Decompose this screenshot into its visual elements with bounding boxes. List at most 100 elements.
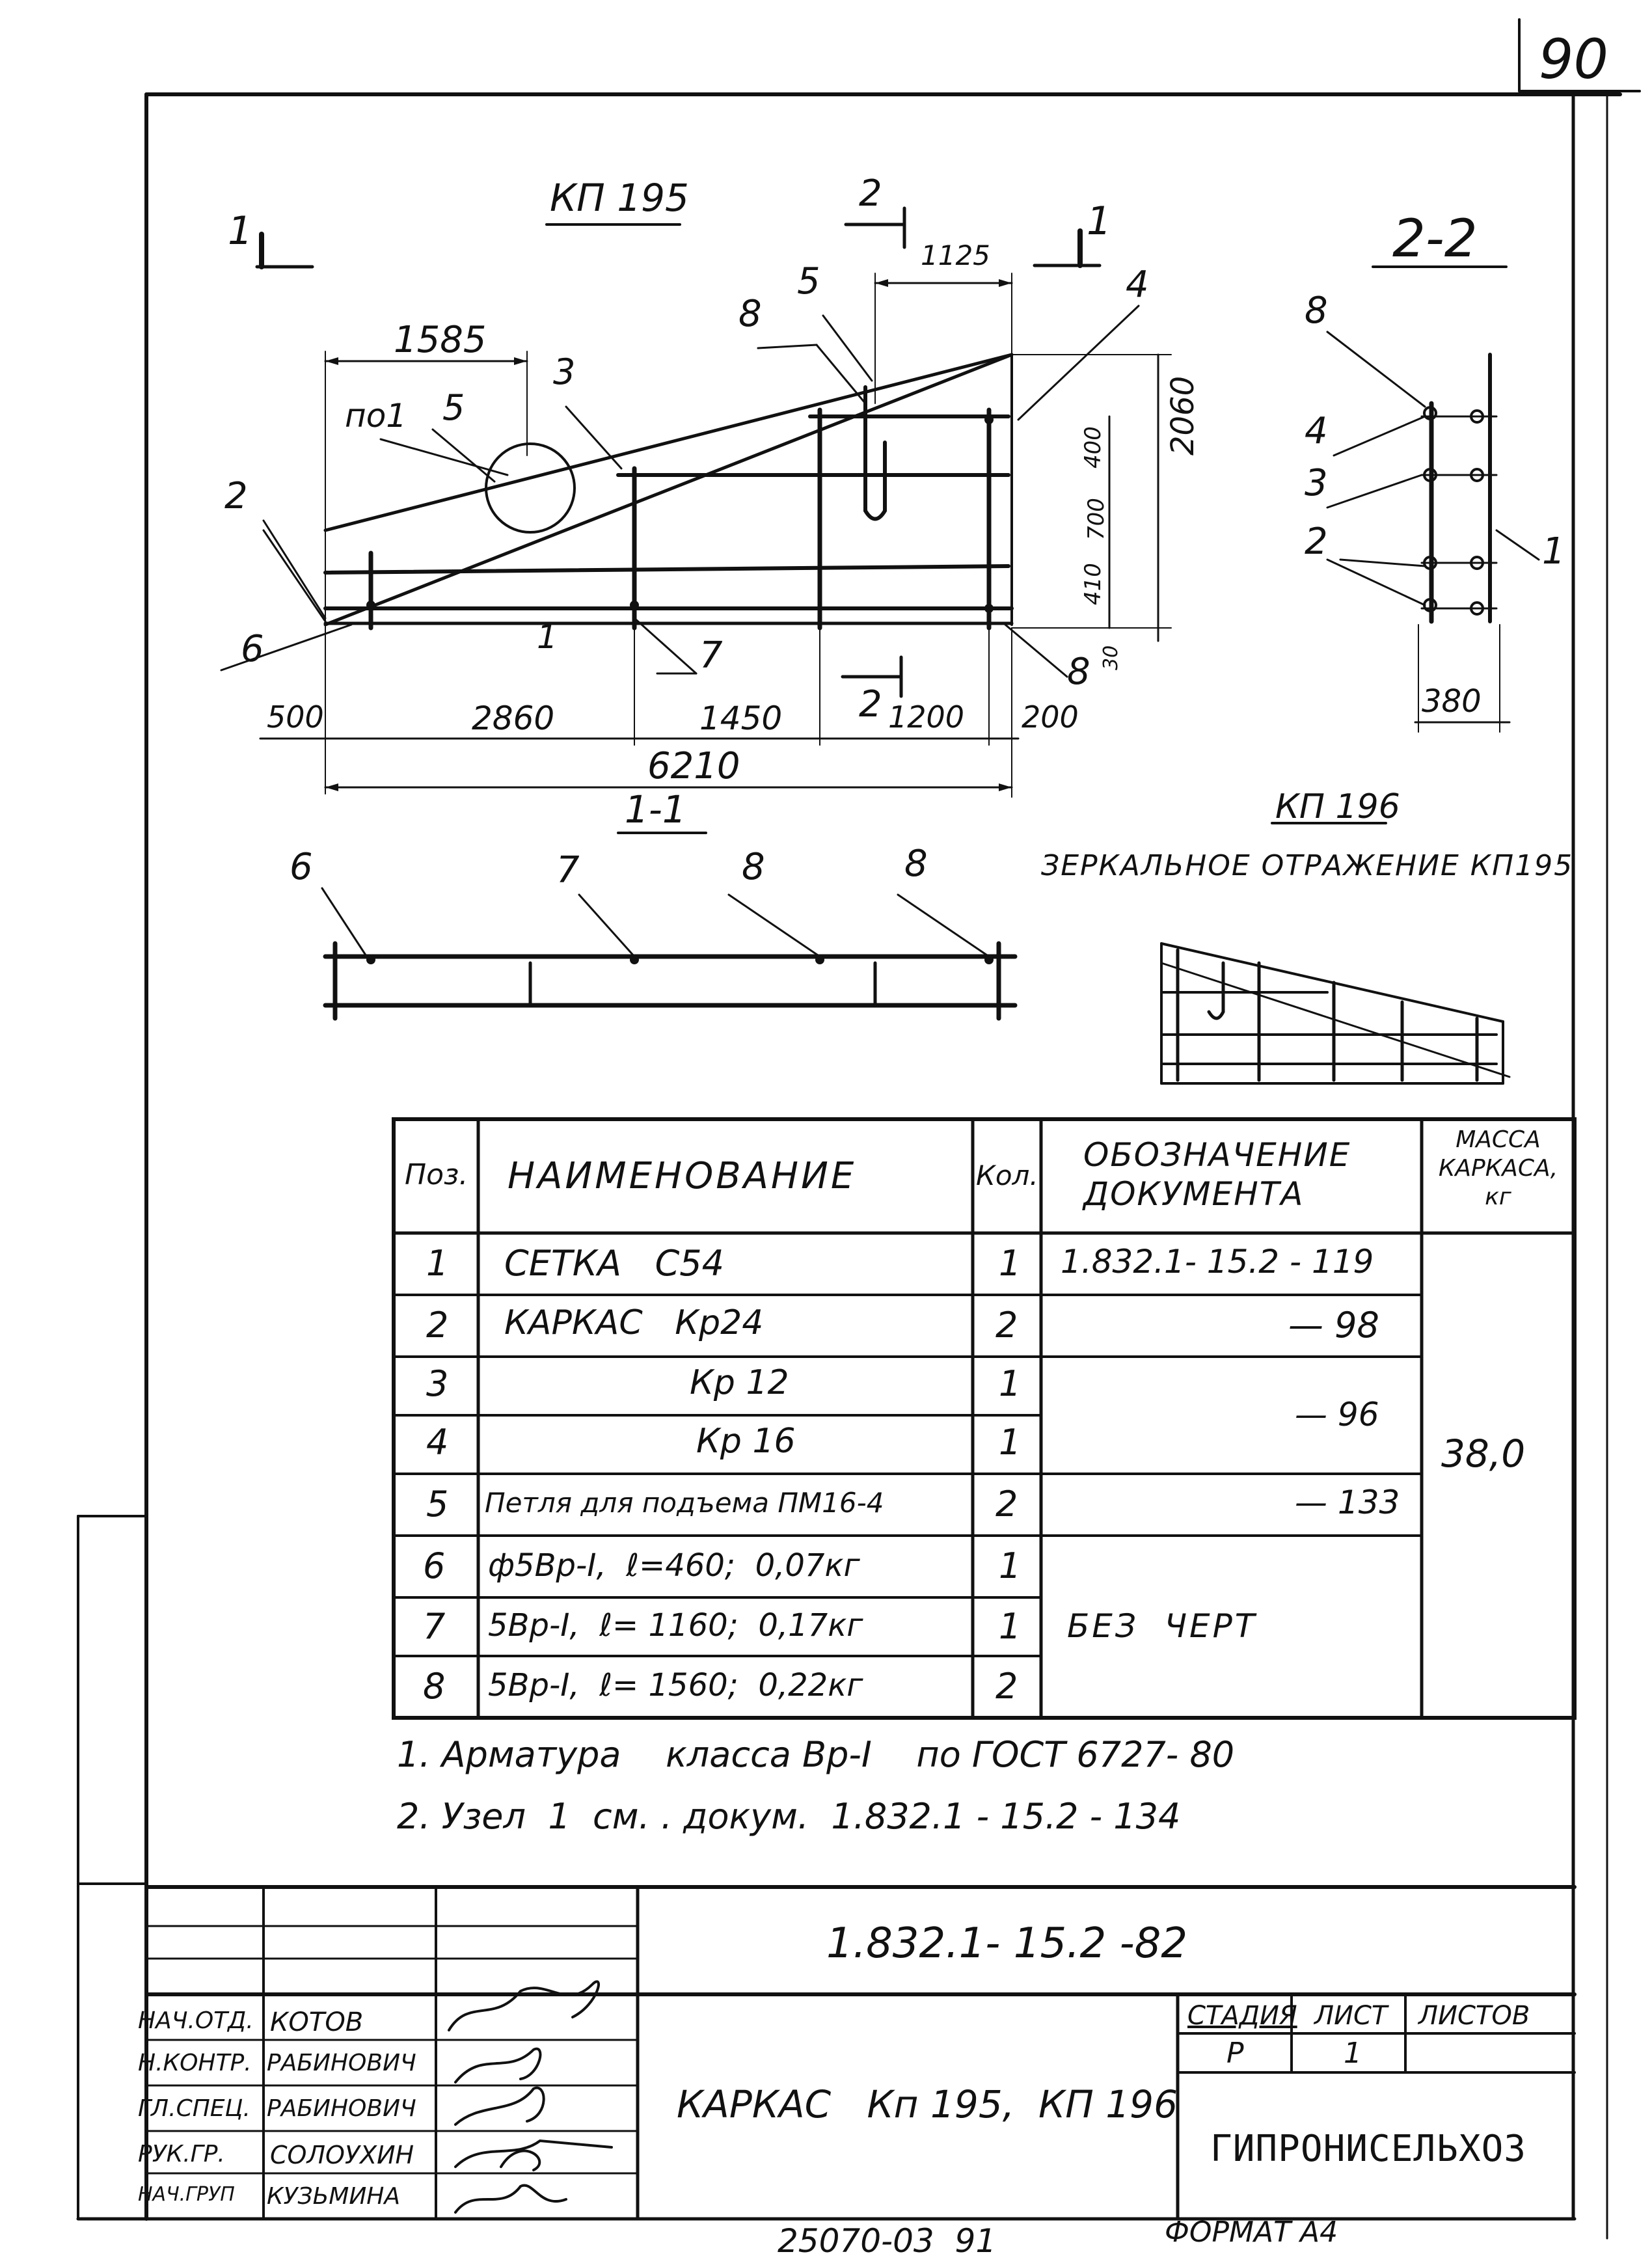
dim-500: 500 [267, 699, 324, 735]
role-head-dept: НАЧ.ОТД. [138, 2007, 254, 2034]
dim-380: 380 [1422, 683, 1482, 720]
section-marker-2-top: 2 [859, 172, 882, 215]
note-2: 2. Узел 1 см. . докум. 1.832.1 - 15.2 - … [397, 1796, 1181, 1837]
kp196-title: КП 196 [1275, 787, 1400, 826]
node-label: по1 [345, 397, 407, 435]
table-row-1-name: СЕТКА С54 [504, 1243, 725, 1284]
callout-s2: 2 [1305, 521, 1328, 563]
table-header-qty: Кол. [976, 1160, 1038, 1191]
frame-mass-value: 38,0 [1441, 1432, 1526, 1476]
callout-s1: 1 [1542, 530, 1565, 573]
name-kuzmina: КУЗЬМИНА [267, 2183, 400, 2210]
table-row-3-name: Кр 12 [690, 1363, 789, 1402]
kp196-note: ЗЕРКАЛЬНОЕ ОТРАЖЕНИЕ КП195 [1041, 849, 1574, 882]
view-title-kp195: КП 195 [550, 176, 689, 220]
dim-410: 410 [1080, 563, 1106, 605]
role-group-head: НАЧ.ГРУП [138, 2183, 235, 2206]
table-row-4-name: Кр 16 [696, 1422, 796, 1461]
table-row-8-qty: 2 [995, 1666, 1018, 1707]
table-row-1-pos: 1 [426, 1243, 449, 1284]
callout-5: 5 [797, 260, 820, 303]
role-chief-spec: ГЛ.СПЕЦ. [138, 2095, 251, 2122]
table-row-6-name: ф5Вр-I, ℓ=460; 0,07кг [488, 1547, 860, 1584]
callout-t7: 7 [556, 849, 580, 891]
table-row-7-qty: 1 [999, 1606, 1022, 1647]
callout-3: 3 [553, 351, 576, 392]
sheets-label: ЛИСТОВ [1418, 2001, 1530, 2031]
callout-t6: 6 [290, 846, 313, 888]
table-row-2-qty: 2 [995, 1305, 1018, 1346]
organization-name: ГИПРОНИСЕЛЬХОЗ [1210, 2128, 1527, 2170]
role-norm-control: Н.КОНТР. [138, 2050, 252, 2076]
table-row-3-qty: 1 [999, 1363, 1022, 1404]
section-marker-1-left: 1 [228, 208, 253, 254]
callout-t8a: 8 [742, 846, 765, 888]
table-row-7-name: 5Вр-I, ℓ= 1160; 0,17кг [488, 1607, 863, 1644]
table-row-5-pos: 5 [426, 1484, 449, 1525]
callout-8: 8 [738, 293, 762, 335]
table-row-2-name: КАРКАС Кр24 [504, 1303, 764, 1342]
table-row-5-name: Петля для подъема ПМ16-4 [485, 1487, 884, 1519]
name-soloukhin: СОЛОУХИН [270, 2141, 414, 2169]
dim-6210: 6210 [647, 745, 740, 787]
callout-6: 6 [241, 628, 264, 670]
section-marker-1-right: 1 [1087, 198, 1112, 244]
table-header-mass: МАССА КАРКАСА, кг [1438, 1126, 1558, 1210]
dim-2860: 2860 [472, 699, 555, 737]
dim-1200: 1200 [888, 699, 965, 735]
table-row-2-pos: 2 [426, 1305, 449, 1346]
callout-s8: 8 [1305, 290, 1328, 332]
table-row-7-doc: БЕЗ ЧЕРТ [1067, 1607, 1258, 1645]
drawing-title: КАРКАС Кп 195, КП 196 [677, 2082, 1178, 2126]
table-row-4-pos: 4 [426, 1422, 449, 1463]
role-group-lead: РУК.ГР. [138, 2141, 225, 2167]
callout-1-node: 1 [537, 618, 558, 656]
table-row-1-doc: 1.832.1- 15.2 - 119 [1061, 1243, 1374, 1281]
name-kotov: КОТОВ [270, 2007, 364, 2037]
table-row-3-pos: 3 [426, 1363, 449, 1404]
dim-1585: 1585 [394, 319, 487, 361]
section-marker-2-bottom: 2 [859, 683, 882, 726]
table-header-doc: ОБОЗНАЧЕНИЕ ДОКУМЕНТА [1083, 1136, 1351, 1213]
table-row-7-pos: 7 [423, 1606, 446, 1647]
stage-label: СТАДИЯ [1187, 2001, 1297, 2031]
section-title-1-1: 1-1 [625, 787, 686, 832]
table-row-6-pos: 6 [423, 1545, 446, 1586]
table-row-4-doc: — 96 [1295, 1396, 1379, 1433]
stage-value: Р [1226, 2037, 1244, 2070]
name-rabinovich-1: РАБИНОВИЧ [267, 2050, 416, 2076]
callout-s4: 4 [1305, 410, 1328, 452]
name-rabinovich-2: РАБИНОВИЧ [267, 2095, 416, 2122]
callout-t8b: 8 [904, 843, 928, 885]
table-row-8-name: 5Вр-I, ℓ= 1560; 0,22кг [488, 1667, 863, 1704]
dim-700: 700 [1083, 498, 1109, 540]
section-title-2-2: 2-2 [1392, 208, 1478, 269]
paper-format: ФОРМАТ А4 [1165, 2216, 1338, 2249]
table-row-6-qty: 1 [999, 1545, 1022, 1586]
dim-400: 400 [1080, 426, 1106, 468]
dim-30: 30 [1100, 645, 1122, 670]
table-row-5-qty: 2 [995, 1484, 1018, 1525]
table-row-8-pos: 8 [423, 1666, 446, 1707]
sheet-label: ЛИСТ [1314, 2001, 1388, 2031]
dim-1125: 1125 [921, 239, 990, 271]
callout-5-node: 5 [442, 387, 465, 428]
callout-s3: 3 [1305, 462, 1328, 504]
document-code: 1.832.1- 15.2 -82 [826, 1920, 1188, 1968]
table-row-1-qty: 1 [999, 1243, 1022, 1284]
dim-1450: 1450 [699, 699, 783, 737]
table-row-2-doc: — 98 [1288, 1305, 1379, 1346]
dim-200: 200 [1022, 699, 1079, 735]
sheet-value: 1 [1344, 2037, 1362, 2070]
note-1: 1. Арматура класса Вр-I по ГОСТ 6727- 80 [397, 1734, 1235, 1775]
callout-2: 2 [224, 475, 248, 517]
callout-4: 4 [1126, 264, 1149, 306]
callout-7: 7 [699, 634, 723, 677]
table-row-5-doc: — 133 [1295, 1484, 1400, 1521]
dim-2060: 2060 [1165, 375, 1201, 455]
table-header-name: НАИМЕНОВАНИЕ [508, 1155, 857, 1197]
table-row-4-qty: 1 [999, 1422, 1022, 1463]
table-header-pos: Поз. [405, 1158, 468, 1191]
sheet-number: 90 [1539, 27, 1608, 91]
